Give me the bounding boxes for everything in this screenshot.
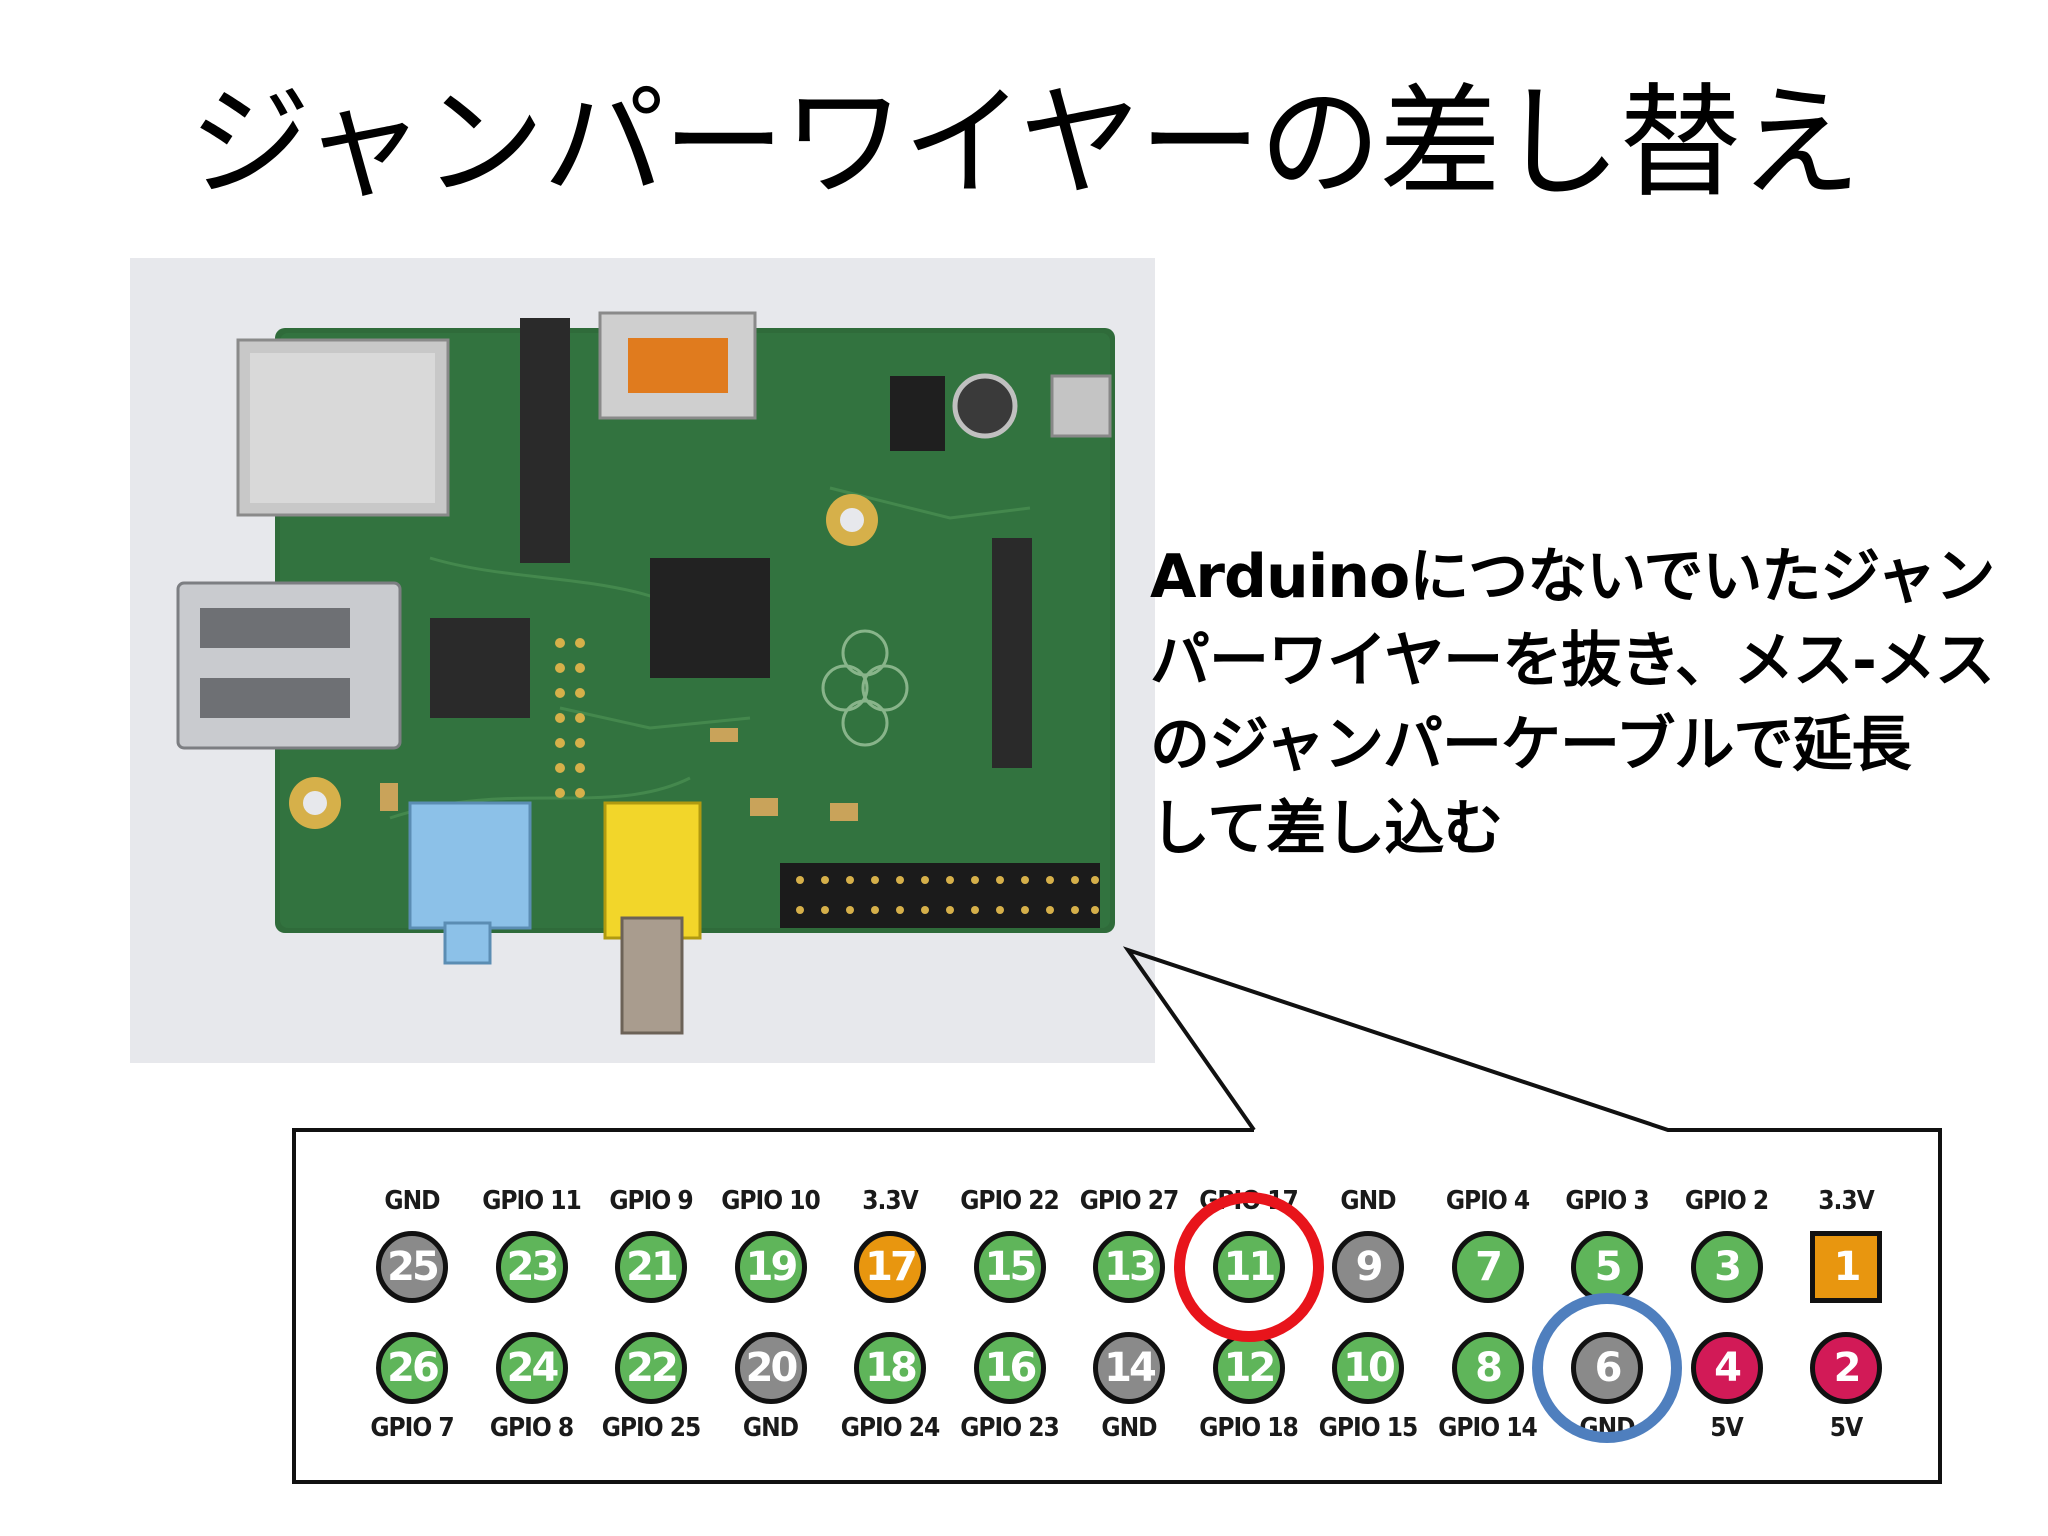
pin-label: GPIO 14	[1438, 1413, 1538, 1443]
pin-23: 23	[495, 1231, 568, 1303]
pin-label: 5V	[1829, 1413, 1863, 1443]
pin-label: GND	[1101, 1413, 1157, 1443]
pin-9: 9	[1332, 1231, 1404, 1303]
pin-26: 26	[376, 1332, 448, 1404]
pin-13: 13	[1093, 1231, 1165, 1303]
pin-label: 5V	[1710, 1413, 1743, 1443]
caption-line: して差し込む	[1150, 794, 1503, 864]
caption-line: パーワイヤーを抜き、メス-メス	[1150, 626, 1995, 696]
pin-label: GPIO 23	[960, 1413, 1060, 1443]
pin-24: 24	[495, 1332, 568, 1404]
red-highlight-circle	[1173, 1192, 1324, 1342]
pin-label: GPIO 10	[721, 1186, 821, 1216]
caption-text: Arduinoにつないでいたジャン パーワイヤーを抜き、メス-メス のジャンパー…	[1150, 535, 2030, 871]
pin-21: 21	[615, 1231, 687, 1303]
pin-label: GPIO 27	[1079, 1186, 1180, 1216]
pin-label: GPIO 25	[601, 1413, 702, 1443]
pin-17: 17	[854, 1231, 926, 1303]
pin-7: 7	[1451, 1231, 1524, 1303]
pin-label: GND	[384, 1186, 440, 1216]
pin-label: GPIO 11	[482, 1186, 582, 1216]
pin-19: 19	[734, 1231, 807, 1303]
caption-line: のジャンパーケーブルで延長	[1150, 710, 1911, 780]
pin-25: 25	[376, 1231, 448, 1303]
pin-label: GPIO 24	[840, 1413, 941, 1443]
pin-15: 15	[973, 1231, 1046, 1303]
pin-22: 22	[615, 1332, 687, 1404]
pin-8: 8	[1451, 1332, 1524, 1404]
pin-20: 20	[734, 1332, 807, 1404]
caption-line: Arduinoにつないでいたジャン	[1150, 542, 1995, 612]
pin-label: GPIO 22	[960, 1186, 1060, 1216]
pin-label: 3.3V	[1818, 1186, 1875, 1216]
pin-10: 10	[1332, 1332, 1404, 1404]
pin-14: 14	[1093, 1332, 1165, 1404]
blue-highlight-circle	[1532, 1293, 1682, 1443]
pin-label: GPIO 8	[489, 1413, 574, 1443]
pin-label: 3.3V	[862, 1186, 919, 1216]
pin-label: GPIO 15	[1318, 1413, 1419, 1443]
pin-label: GPIO 3	[1565, 1186, 1649, 1216]
slide-title: ジャンパーワイヤーの差し替え	[188, 72, 1861, 214]
pin-18: 18	[854, 1332, 926, 1404]
pin-label: GPIO 4	[1445, 1186, 1530, 1216]
pin-12: 12	[1212, 1332, 1285, 1404]
pin-3: 3	[1690, 1231, 1763, 1303]
pin-label: GPIO 9	[609, 1186, 693, 1216]
pin-16: 16	[973, 1332, 1046, 1404]
pin-label: GPIO 18	[1199, 1413, 1299, 1443]
pin-label: GND	[742, 1413, 799, 1443]
pin-label: GPIO 7	[370, 1413, 454, 1443]
pin-label: GPIO 2	[1684, 1186, 1769, 1216]
raspberry-pi-photo	[130, 258, 1155, 1063]
pin-label: GND	[1340, 1186, 1396, 1216]
raspberry-pi-board-illustration	[176, 311, 1115, 1035]
pin-2: 2	[1810, 1332, 1882, 1404]
pin-1: 1	[1810, 1231, 1882, 1303]
pin-4: 4	[1690, 1332, 1763, 1404]
